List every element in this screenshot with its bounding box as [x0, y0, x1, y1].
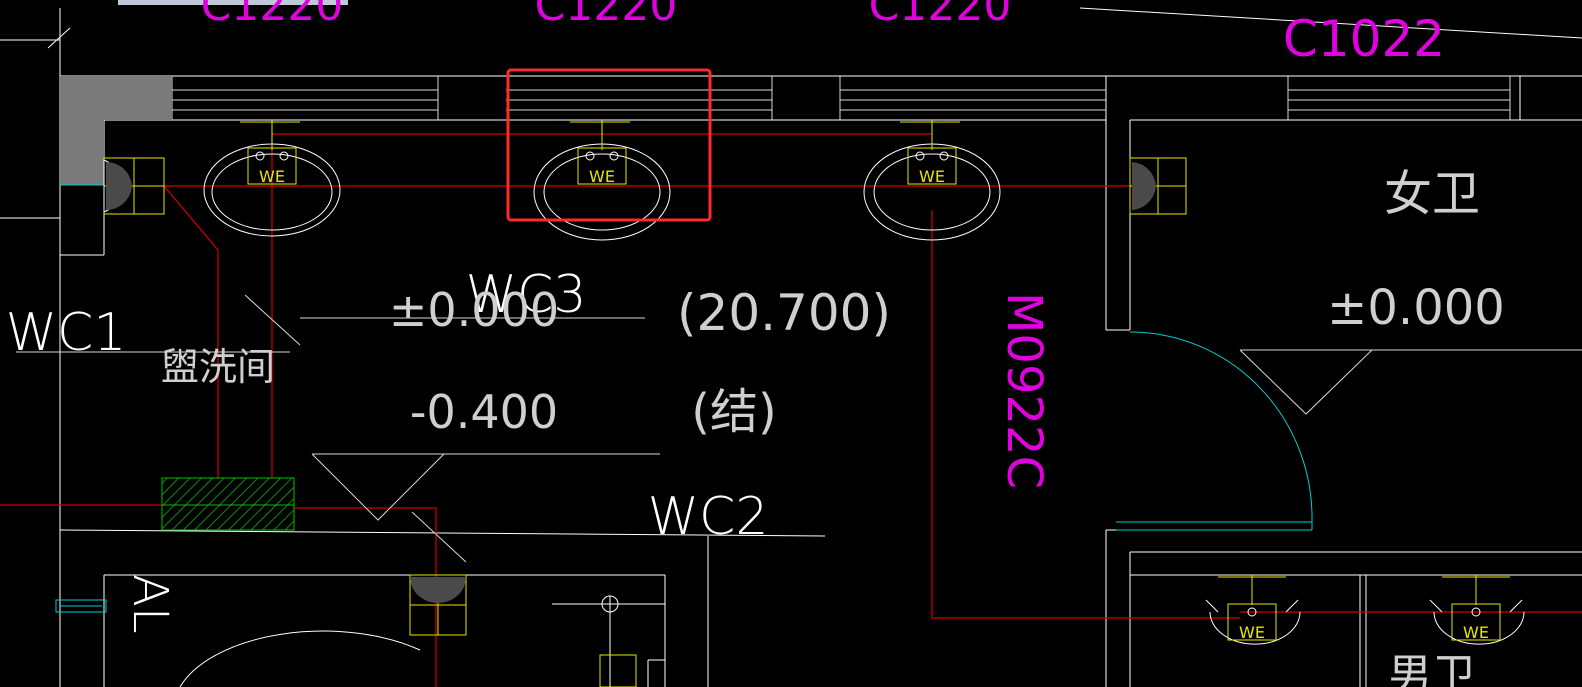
valve-fixture [552, 595, 665, 687]
structural-column [60, 76, 172, 185]
panel-label[interactable]: AL [122, 574, 178, 634]
window-label-1[interactable]: C1220 [201, 0, 344, 31]
cyan-fixture [55, 599, 107, 613]
room-label-wc3[interactable]: WC3 [466, 265, 587, 325]
fixture-tag: WE [259, 167, 285, 186]
room-label-male[interactable]: 男卫 [1388, 650, 1476, 687]
tick-mark [47, 27, 71, 49]
fixture-tag: WE [1239, 623, 1265, 642]
selection-box[interactable] [506, 68, 712, 222]
elevation-right[interactable]: ±0.000 [1327, 280, 1505, 336]
toolbar-fragment [118, 0, 348, 5]
pipe-network [0, 133, 1582, 687]
elevation-left[interactable]: ±0.000 [389, 283, 559, 337]
door-code-label[interactable]: M0922C [996, 292, 1052, 489]
level-markers [16, 294, 1582, 563]
urinal-1: WE [1205, 575, 1301, 645]
window-label-right[interactable]: C1022 [1283, 10, 1445, 68]
arc-outline [179, 630, 421, 687]
fixture-tag: WE [1463, 623, 1489, 642]
window-sashes [171, 76, 1511, 120]
room-label-washroom[interactable]: 盥洗间 [161, 345, 275, 389]
elevation-lower[interactable]: -0.400 [410, 385, 558, 439]
drawing-labels: C1220 C1220 C1220 C1022 WC1 WC3 WC2 盥洗间 … [6, 0, 1505, 687]
floor-drain-right [1129, 157, 1187, 215]
washbasin-2[interactable]: WE [533, 120, 671, 241]
window-label-2[interactable]: C1220 [535, 0, 678, 31]
floor-drain-left [103, 157, 165, 215]
room-label-wc2[interactable]: WC2 [648, 487, 769, 547]
fixture-tag: WE [589, 167, 615, 186]
hatched-equipment-box [161, 477, 295, 531]
window-label-3[interactable]: C1220 [869, 0, 1012, 31]
room-label-wc1[interactable]: WC1 [6, 303, 127, 363]
washbasin-1[interactable]: WE [203, 120, 341, 237]
elevation-structural[interactable]: (20.700) [677, 284, 891, 342]
washbasin-3[interactable]: WE [863, 120, 1001, 241]
elevation-structural-note[interactable]: (结) [691, 384, 776, 440]
room-label-female[interactable]: 女卫 [1384, 166, 1480, 222]
wall-lines [0, 7, 1582, 687]
fixture-tag: WE [919, 167, 945, 186]
door-swing [1116, 331, 1313, 531]
floor-drain-bottom [409, 574, 467, 636]
urinal-2: WE [1429, 575, 1525, 645]
